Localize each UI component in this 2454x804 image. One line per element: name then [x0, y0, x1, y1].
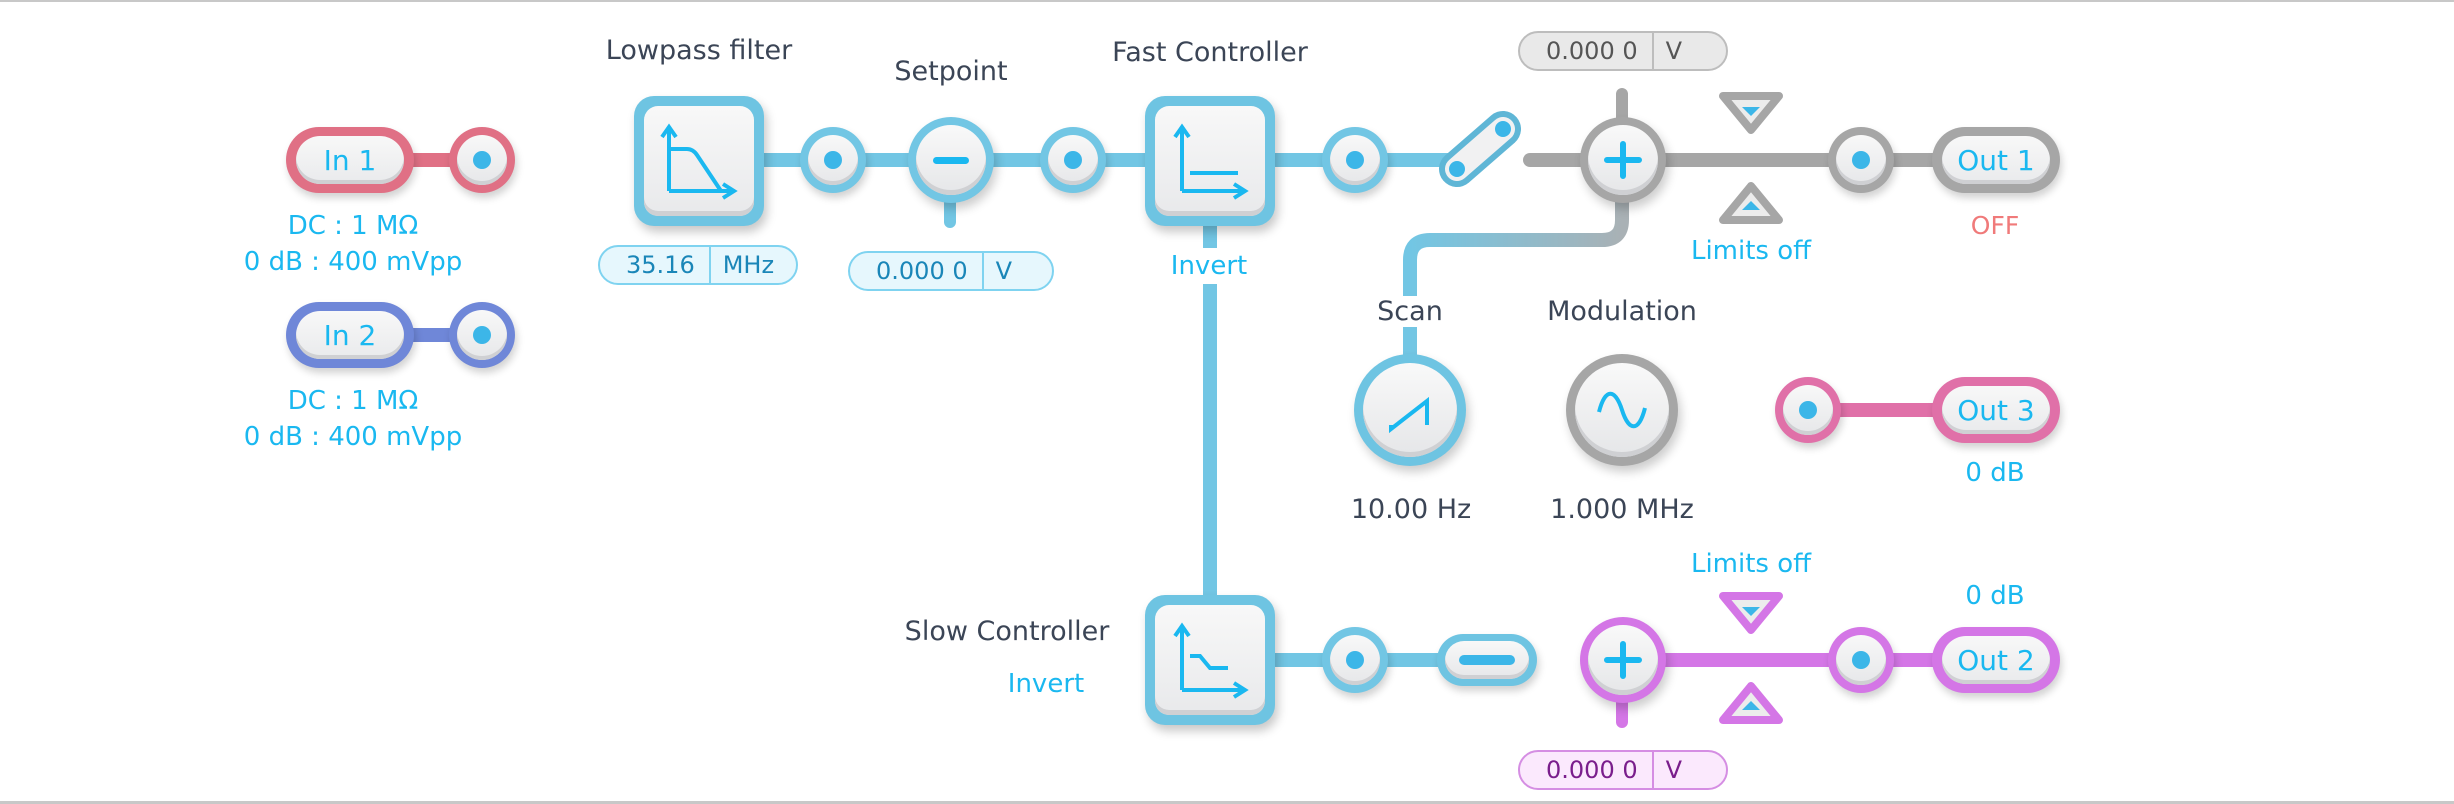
out2-offset-value: 0.000 0 — [1520, 752, 1654, 788]
lowpass-button[interactable] — [634, 96, 764, 226]
out1-offset-field[interactable]: 0.000 0 V — [1518, 31, 1728, 71]
in1-range: 0 dB : 400 mVpp — [243, 247, 463, 277]
in1-button[interactable]: In 1 — [286, 127, 414, 193]
out2-label: Out 2 — [1942, 636, 2050, 684]
sawtooth-icon — [1389, 396, 1429, 434]
node-dot — [1346, 651, 1364, 669]
out2-offset-field[interactable]: 0.000 0 V — [1518, 750, 1728, 790]
slow-hold-button[interactable] — [1437, 634, 1537, 686]
out2-lower-limit-button[interactable] — [1715, 682, 1787, 726]
lowpass-frequency-field[interactable]: 35.16 MHz — [598, 245, 798, 285]
wire-scan-sum — [1403, 180, 1629, 370]
out2-gain[interactable]: 0 dB — [1965, 581, 2025, 611]
setpoint-field[interactable]: 0.000 0 V — [848, 251, 1054, 291]
in1-node[interactable] — [449, 127, 515, 193]
top-border — [0, 0, 2454, 2]
triangle-up-icon — [1719, 682, 1783, 724]
out3-label: Out 3 — [1942, 386, 2050, 434]
bar-icon — [1459, 655, 1515, 665]
node-dot — [1064, 151, 1082, 169]
in2-range: 0 dB : 400 mVpp — [243, 422, 463, 452]
out2-button[interactable]: Out 2 — [1932, 627, 2060, 693]
in2-node[interactable] — [449, 302, 515, 368]
plus-icon — [1604, 641, 1642, 679]
node-dot — [824, 151, 842, 169]
fast-out-node[interactable] — [1322, 127, 1388, 193]
controller-icon — [1173, 123, 1249, 200]
out3-node[interactable] — [1775, 377, 1841, 443]
out1-node[interactable] — [1828, 127, 1894, 193]
switch-icon — [1439, 111, 1521, 187]
node-dot — [473, 326, 491, 344]
out1-offset-value: 0.000 0 — [1520, 33, 1654, 69]
fast-controller-button[interactable] — [1145, 96, 1275, 226]
scan-button[interactable] — [1354, 354, 1466, 466]
in2-label: In 2 — [296, 311, 404, 359]
fast-controller-title: Fast Controller — [1112, 37, 1308, 68]
slow-out-node[interactable] — [1322, 627, 1388, 693]
slow-controller-button[interactable] — [1145, 595, 1275, 725]
node-dot — [1852, 651, 1870, 669]
out2-sum-button[interactable] — [1580, 617, 1666, 703]
fast-output-switch[interactable] — [1435, 103, 1527, 195]
out1-label: Out 1 — [1942, 136, 2050, 184]
out3-gain[interactable]: 0 dB — [1965, 458, 2025, 488]
slow-invert-toggle[interactable]: Invert — [1007, 669, 1085, 699]
out2-offset-unit: V — [1665, 756, 1683, 784]
sine-icon — [1597, 391, 1647, 429]
scan-frequency[interactable]: 10.00 Hz — [1350, 494, 1472, 525]
node-dot — [1852, 151, 1870, 169]
out2-limits-label[interactable]: Limits off — [1690, 549, 1812, 579]
in2-button[interactable]: In 2 — [286, 302, 414, 368]
bottom-border — [0, 801, 2454, 804]
out1-button[interactable]: Out 1 — [1932, 127, 2060, 193]
node-dot — [1346, 151, 1364, 169]
setpoint-unit: V — [995, 257, 1013, 285]
minus-icon — [933, 156, 969, 164]
node-dot — [473, 151, 491, 169]
lowpass-icon — [660, 123, 738, 200]
out1-offset-unit: V — [1665, 37, 1683, 65]
setpoint-title: Setpoint — [894, 56, 1008, 87]
modulation-frequency[interactable]: 1.000 MHz — [1550, 494, 1694, 525]
in1-coupling: DC : 1 MΩ — [287, 211, 419, 241]
slow-controller-title: Slow Controller — [904, 616, 1110, 647]
modulation-title: Modulation — [1547, 296, 1697, 327]
triangle-up-icon — [1719, 182, 1783, 224]
triangle-down-icon — [1719, 592, 1783, 634]
lowpass-out-node[interactable] — [800, 127, 866, 193]
lowpass-title: Lowpass filter — [605, 35, 793, 66]
setpoint-subtract-button[interactable] — [908, 117, 994, 203]
slow-controller-icon — [1173, 622, 1249, 699]
modulation-button[interactable] — [1566, 354, 1678, 466]
in1-label: In 1 — [296, 136, 404, 184]
fast-invert-toggle[interactable]: Invert — [1170, 248, 1248, 284]
out2-node[interactable] — [1828, 627, 1894, 693]
in2-coupling: DC : 1 MΩ — [287, 386, 419, 416]
out1-status: OFF — [1970, 211, 2020, 240]
in2-settings[interactable]: DC : 1 MΩ 0 dB : 400 mVpp — [244, 383, 462, 455]
out1-limits-label[interactable]: Limits off — [1690, 236, 1812, 266]
lowpass-unit: MHz — [722, 251, 775, 279]
scan-title: Scan — [1377, 296, 1443, 327]
setpoint-out-node[interactable] — [1040, 127, 1106, 193]
out1-upper-limit-button[interactable] — [1715, 90, 1787, 134]
out2-upper-limit-button[interactable] — [1715, 590, 1787, 634]
in1-settings[interactable]: DC : 1 MΩ 0 dB : 400 mVpp — [244, 208, 462, 280]
out1-sum-button[interactable] — [1580, 117, 1666, 203]
lowpass-value: 35.16 — [600, 247, 711, 283]
triangle-down-icon — [1719, 92, 1783, 134]
out3-button[interactable]: Out 3 — [1932, 377, 2060, 443]
plus-icon — [1604, 141, 1642, 179]
out1-lower-limit-button[interactable] — [1715, 182, 1787, 226]
node-dot — [1799, 401, 1817, 419]
setpoint-value: 0.000 0 — [850, 253, 984, 289]
